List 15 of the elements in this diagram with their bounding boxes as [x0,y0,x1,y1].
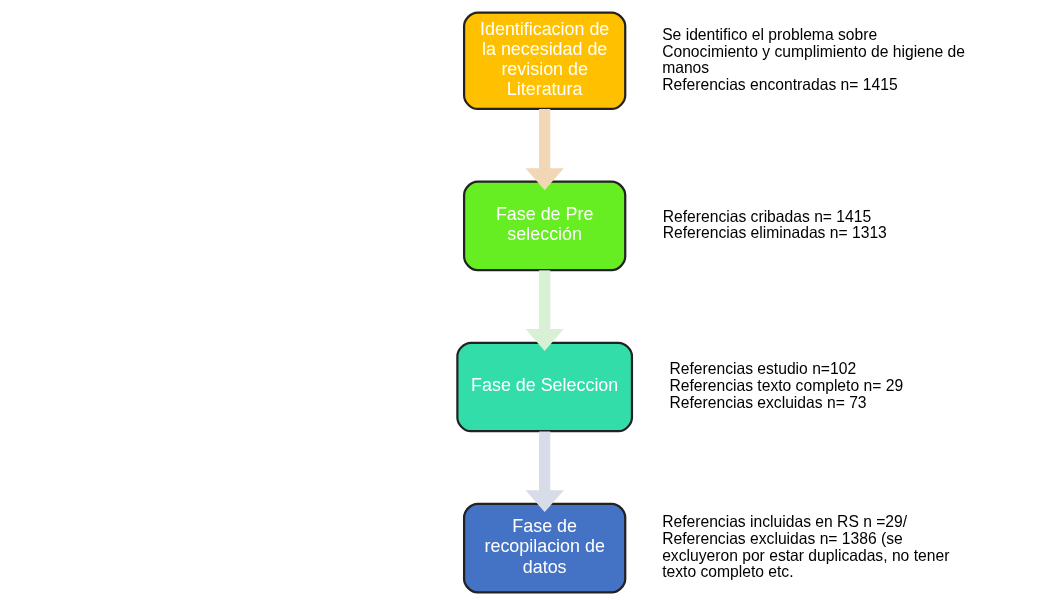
arrow [525,270,564,351]
arrow [525,109,564,191]
arrow [525,431,564,513]
node-label: Referencias eliminadas n= 1313 [662,224,887,242]
node-box: Identificacion de la necesidad de revision de Literatura [463,11,627,111]
node-label: Referencias encontradas n= 1415 [662,76,898,94]
node-label: Referencias excluidas n= 73 [669,393,867,411]
node-label: Referencias texto completo n= 29 [669,377,904,395]
node-label: Se identifico el problema sobre Conocimiento y cumplimiento de higiene de manos [662,25,966,77]
node-box: Fase de recopilacion de datos [463,502,627,594]
node-label: Referencias incluidas en RS n =29/ Referencias excluidas n= 1386 (se excluyeron por estar duplicadas, no tener texto completo etc. [662,513,950,581]
node-label: Referencias estudio n=102 [669,360,857,378]
node-box: Fase de Seleccion [456,341,634,433]
node-label: Referencias cribadas n= 1415 [662,207,872,225]
node-box: Fase de Pre selección [463,180,627,272]
